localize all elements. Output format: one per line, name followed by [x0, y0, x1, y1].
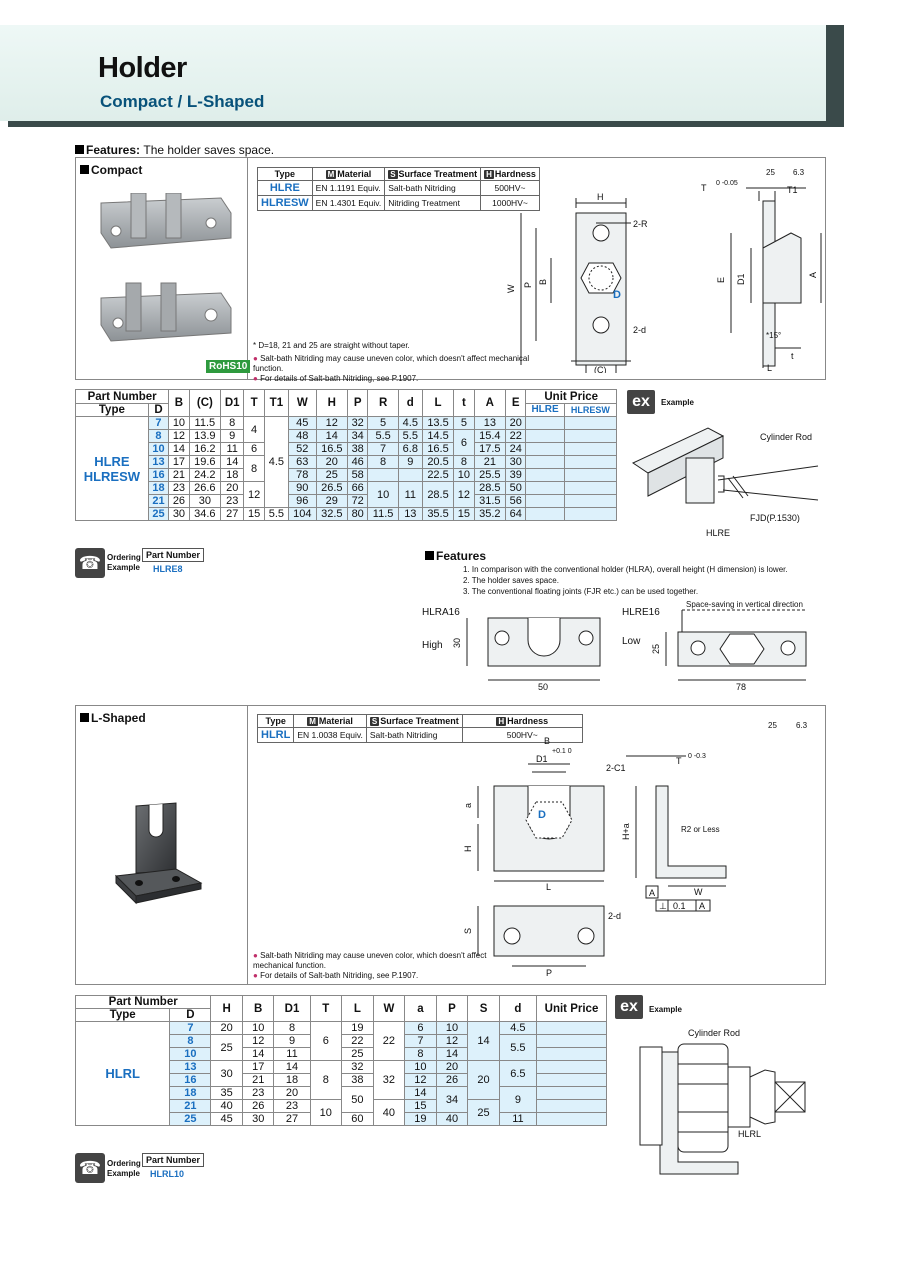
svg-text:a: a [463, 803, 473, 808]
svg-text:*15°: *15° [766, 331, 781, 340]
features-intro: Features: The holder saves space. [75, 143, 274, 157]
svg-text:P: P [546, 968, 552, 978]
svg-text:HLRE16: HLRE16 [622, 607, 660, 618]
lshaped-drawing: B +0.1 0 D1 2-C1 D a H H+a R2 or Less T … [463, 736, 727, 978]
svg-text:HLRL: HLRL [738, 1129, 761, 1139]
svg-text:30: 30 [452, 638, 462, 648]
svg-text:H: H [597, 192, 604, 202]
compact-notes: * D=18, 21 and 25 are straight without t… [253, 341, 530, 383]
header-edge [826, 25, 844, 125]
svg-text:25: 25 [766, 168, 775, 177]
svg-text:+0.1 0: +0.1 0 [552, 748, 572, 755]
lshaped-notes: ● Salt-bath Nitriding may cause uneven c… [253, 951, 487, 980]
svg-text:2-d: 2-d [633, 325, 646, 335]
svg-text:R2 or Less: R2 or Less [681, 825, 720, 834]
lshaped-label: L-Shaped [80, 711, 146, 725]
svg-text:6.3: 6.3 [793, 168, 805, 177]
phone-icon: ☎ [75, 548, 105, 578]
svg-text:25: 25 [651, 644, 661, 654]
compact-pn-label: Part Number [142, 548, 205, 562]
lshaped-pn-label: Part Number [142, 1153, 205, 1167]
svg-text:2-d: 2-d [608, 911, 621, 921]
svg-text:2-R: 2-R [633, 219, 648, 229]
svg-text:FJD(P.1530): FJD(P.1530) [750, 513, 800, 523]
svg-text:E: E [716, 277, 726, 283]
svg-text:D1: D1 [736, 273, 746, 285]
svg-text:H: H [463, 846, 473, 853]
phone-icon: ☎ [75, 1153, 105, 1183]
svg-text:T: T [676, 756, 682, 766]
svg-text:50: 50 [538, 682, 548, 690]
compact-drawing: H 2-R W P B D 2-d (C) T 0 -0.05 T1 E D1 … [506, 168, 822, 373]
lshaped-pn-value: HLRL10 [150, 1169, 185, 1179]
svg-text:HLRA16: HLRA16 [422, 607, 460, 618]
svg-text:A: A [649, 888, 655, 898]
svg-text:W: W [694, 887, 703, 897]
svg-text:L: L [767, 363, 772, 373]
lshaped-product-image [114, 802, 203, 905]
svg-text:A: A [808, 272, 818, 278]
example-icon: ex [627, 390, 655, 414]
svg-text:Space-saving in vertical direc: Space-saving in vertical direction [686, 600, 803, 609]
header-band [0, 25, 826, 121]
svg-text:Cylinder Rod: Cylinder Rod [688, 1028, 740, 1038]
svg-text:S: S [463, 928, 473, 934]
svg-text:D: D [613, 289, 621, 301]
svg-text:25: 25 [768, 721, 777, 730]
svg-text:A: A [699, 901, 705, 911]
features-title: Features [425, 549, 486, 563]
svg-text:W: W [506, 284, 516, 293]
svg-text:(C): (C) [594, 365, 607, 373]
svg-text:0.1: 0.1 [673, 901, 686, 911]
page-title: Holder [98, 52, 187, 84]
svg-text:0 -0.3: 0 -0.3 [688, 753, 706, 760]
svg-text:2-C1: 2-C1 [606, 763, 626, 773]
compact-example-label: Example [661, 398, 694, 407]
svg-text:6.3: 6.3 [796, 721, 808, 730]
example-icon: ex [615, 995, 643, 1019]
svg-text:P: P [523, 282, 533, 288]
svg-text:D1: D1 [536, 754, 548, 764]
lshaped-example-label: Example [649, 1005, 682, 1014]
features-comparison-drawing: HLRA16 HLRE16 Space-saving in vertical d… [422, 600, 807, 690]
svg-text:78: 78 [736, 682, 746, 690]
svg-text:L: L [546, 882, 551, 892]
header-shadow [8, 121, 844, 127]
svg-text:HLRE: HLRE [706, 528, 730, 538]
compact-product-image [100, 193, 232, 342]
compact-example-drawing: Cylinder Rod FJD(P.1530) HLRE [631, 427, 819, 538]
svg-text:t: t [791, 351, 794, 361]
svg-text:B: B [538, 279, 548, 285]
svg-text:Low: Low [622, 636, 641, 647]
svg-text:H+a: H+a [621, 823, 631, 840]
svg-text:Cylinder Rod: Cylinder Rod [760, 432, 812, 442]
svg-text:T1: T1 [787, 185, 798, 195]
rohs-badge: RoHS10 [206, 360, 251, 373]
lshaped-example-drawing: Cylinder Rod HLRL [639, 1028, 806, 1175]
compact-label: Compact [80, 163, 142, 177]
svg-text:High: High [422, 640, 443, 651]
page-subtitle: Compact / L-Shaped [100, 92, 265, 111]
compact-pn-value: HLRE8 [153, 564, 183, 574]
svg-text:T: T [701, 183, 707, 193]
svg-text:B: B [544, 736, 550, 746]
svg-text:⊥: ⊥ [659, 901, 667, 911]
svg-text:0 -0.05: 0 -0.05 [716, 180, 738, 187]
features-list: 1. In comparison with the conventional h… [463, 565, 788, 596]
svg-text:D: D [538, 809, 546, 821]
